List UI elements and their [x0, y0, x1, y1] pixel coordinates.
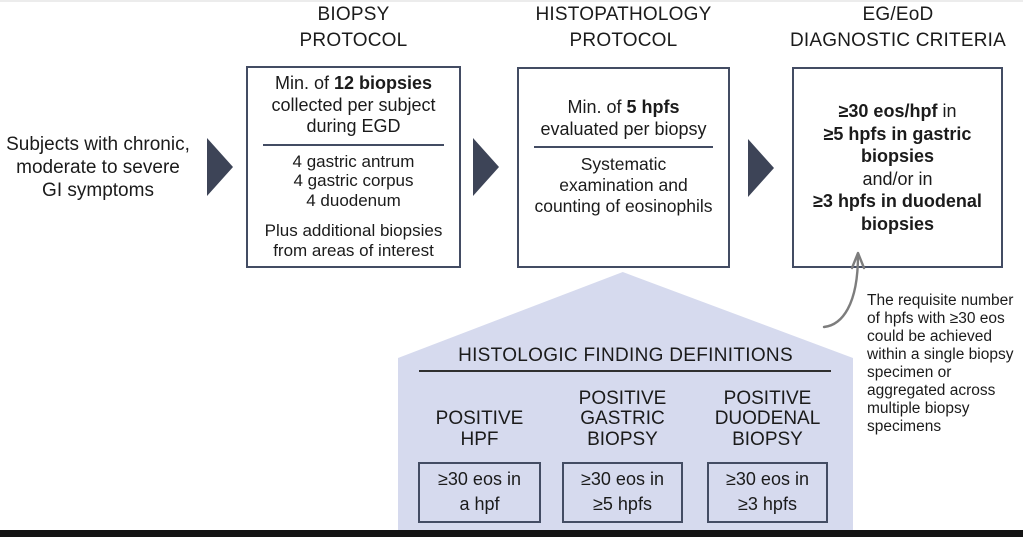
biopsy-collected-text: collected per subject during EGD — [271, 94, 436, 137]
criteria-duodenal-bold: ≥3 hpfs in duodenal biopsies — [813, 191, 982, 234]
definitions-title-rule — [419, 370, 831, 372]
histopathology-protocol-box: Min. of 5 hpfs evaluated per biopsy Syst… — [517, 67, 730, 268]
arrow-right-icon — [207, 138, 233, 196]
biopsy-min-bold: 12 biopsies — [333, 73, 433, 93]
criteria-gastric-text: ≥5 hpfs in gastric biopsies — [794, 123, 1001, 168]
biopsy-min-line: Min. of 12 biopsies — [248, 73, 459, 95]
definition-header-positive-gastric-biopsy: POSITIVE GASTRIC BIOPSY — [562, 380, 683, 450]
definitions-title: HISTOLOGIC FINDING DEFINITIONS — [458, 345, 793, 366]
column-header-histopathology-protocol: HISTOPATHOLOGY PROTOCOL — [535, 4, 712, 51]
definition-header-positive-hpf: POSITIVE HPF — [418, 380, 541, 450]
histologic-definitions-panel: HISTOLOGIC FINDING DEFINITIONS POSITIVE … — [398, 272, 853, 531]
divider — [533, 146, 714, 148]
arrow-right-icon — [748, 139, 774, 197]
definition-header-text: POSITIVE HPF — [435, 408, 524, 450]
histo-method-text: Systematic examination and counting of e… — [534, 154, 713, 216]
criteria-line1: ≥30 eos/hpf in — [794, 100, 1001, 123]
biopsy-protocol-box: Min. of 12 biopsies collected per subjec… — [246, 66, 461, 268]
definition-box-positive-duodenal-biopsy: ≥30 eos in ≥3 hpfs — [707, 462, 828, 523]
biopsy-sites-text: 4 gastric antrum 4 gastric corpus 4 duod… — [292, 151, 415, 210]
histo-evaluated-text: evaluated per biopsy — [540, 118, 707, 139]
histo-min-bold: 5 hpfs — [626, 97, 680, 117]
criteria-connector-text: and/or in — [862, 168, 933, 189]
definition-box-positive-gastric-biopsy: ≥30 eos in ≥5 hpfs — [562, 462, 683, 523]
column-header-biopsy-protocol: BIOPSY PROTOCOL — [299, 4, 408, 51]
bottom-edge-bar — [0, 530, 1023, 537]
histo-min-line: Min. of 5 hpfs — [519, 97, 728, 119]
biopsy-additional-text: Plus additional biopsies from areas of i… — [264, 221, 443, 260]
definition-header-text: POSITIVE GASTRIC BIOPSY — [578, 387, 667, 450]
criteria-gastric-bold: ≥5 hpfs in gastric biopsies — [823, 123, 972, 167]
arrow-right-icon — [473, 138, 499, 196]
histo-min-prefix: Min. of — [567, 97, 627, 117]
definition-box-positive-hpf: ≥30 eos in a hpf — [418, 462, 541, 523]
criteria-line1-bold: ≥30 eos/hpf — [838, 101, 938, 121]
intro-text: Subjects with chronic, moderate to sever… — [6, 134, 190, 201]
column-header-diagnostic-criteria: EG/EoD DIAGNOSTIC CRITERIA — [790, 4, 1006, 51]
top-edge-strip — [0, 0, 1023, 2]
criteria-line1-reg: in — [937, 101, 957, 121]
criteria-duodenal-text: ≥3 hpfs in duodenal biopsies — [794, 190, 1001, 235]
diagnostic-criteria-box: ≥30 eos/hpf in ≥5 hpfs in gastric biopsi… — [792, 67, 1003, 268]
definition-header-text: POSITIVE DUODENAL BIOPSY — [714, 387, 821, 450]
divider — [262, 143, 445, 146]
annotation-text: The requisite number of hpfs with ≥30 eo… — [867, 292, 1014, 435]
definition-header-positive-duodenal-biopsy: POSITIVE DUODENAL BIOPSY — [707, 380, 828, 450]
biopsy-min-prefix: Min. of — [274, 73, 334, 93]
curved-arrow-icon — [822, 251, 866, 329]
